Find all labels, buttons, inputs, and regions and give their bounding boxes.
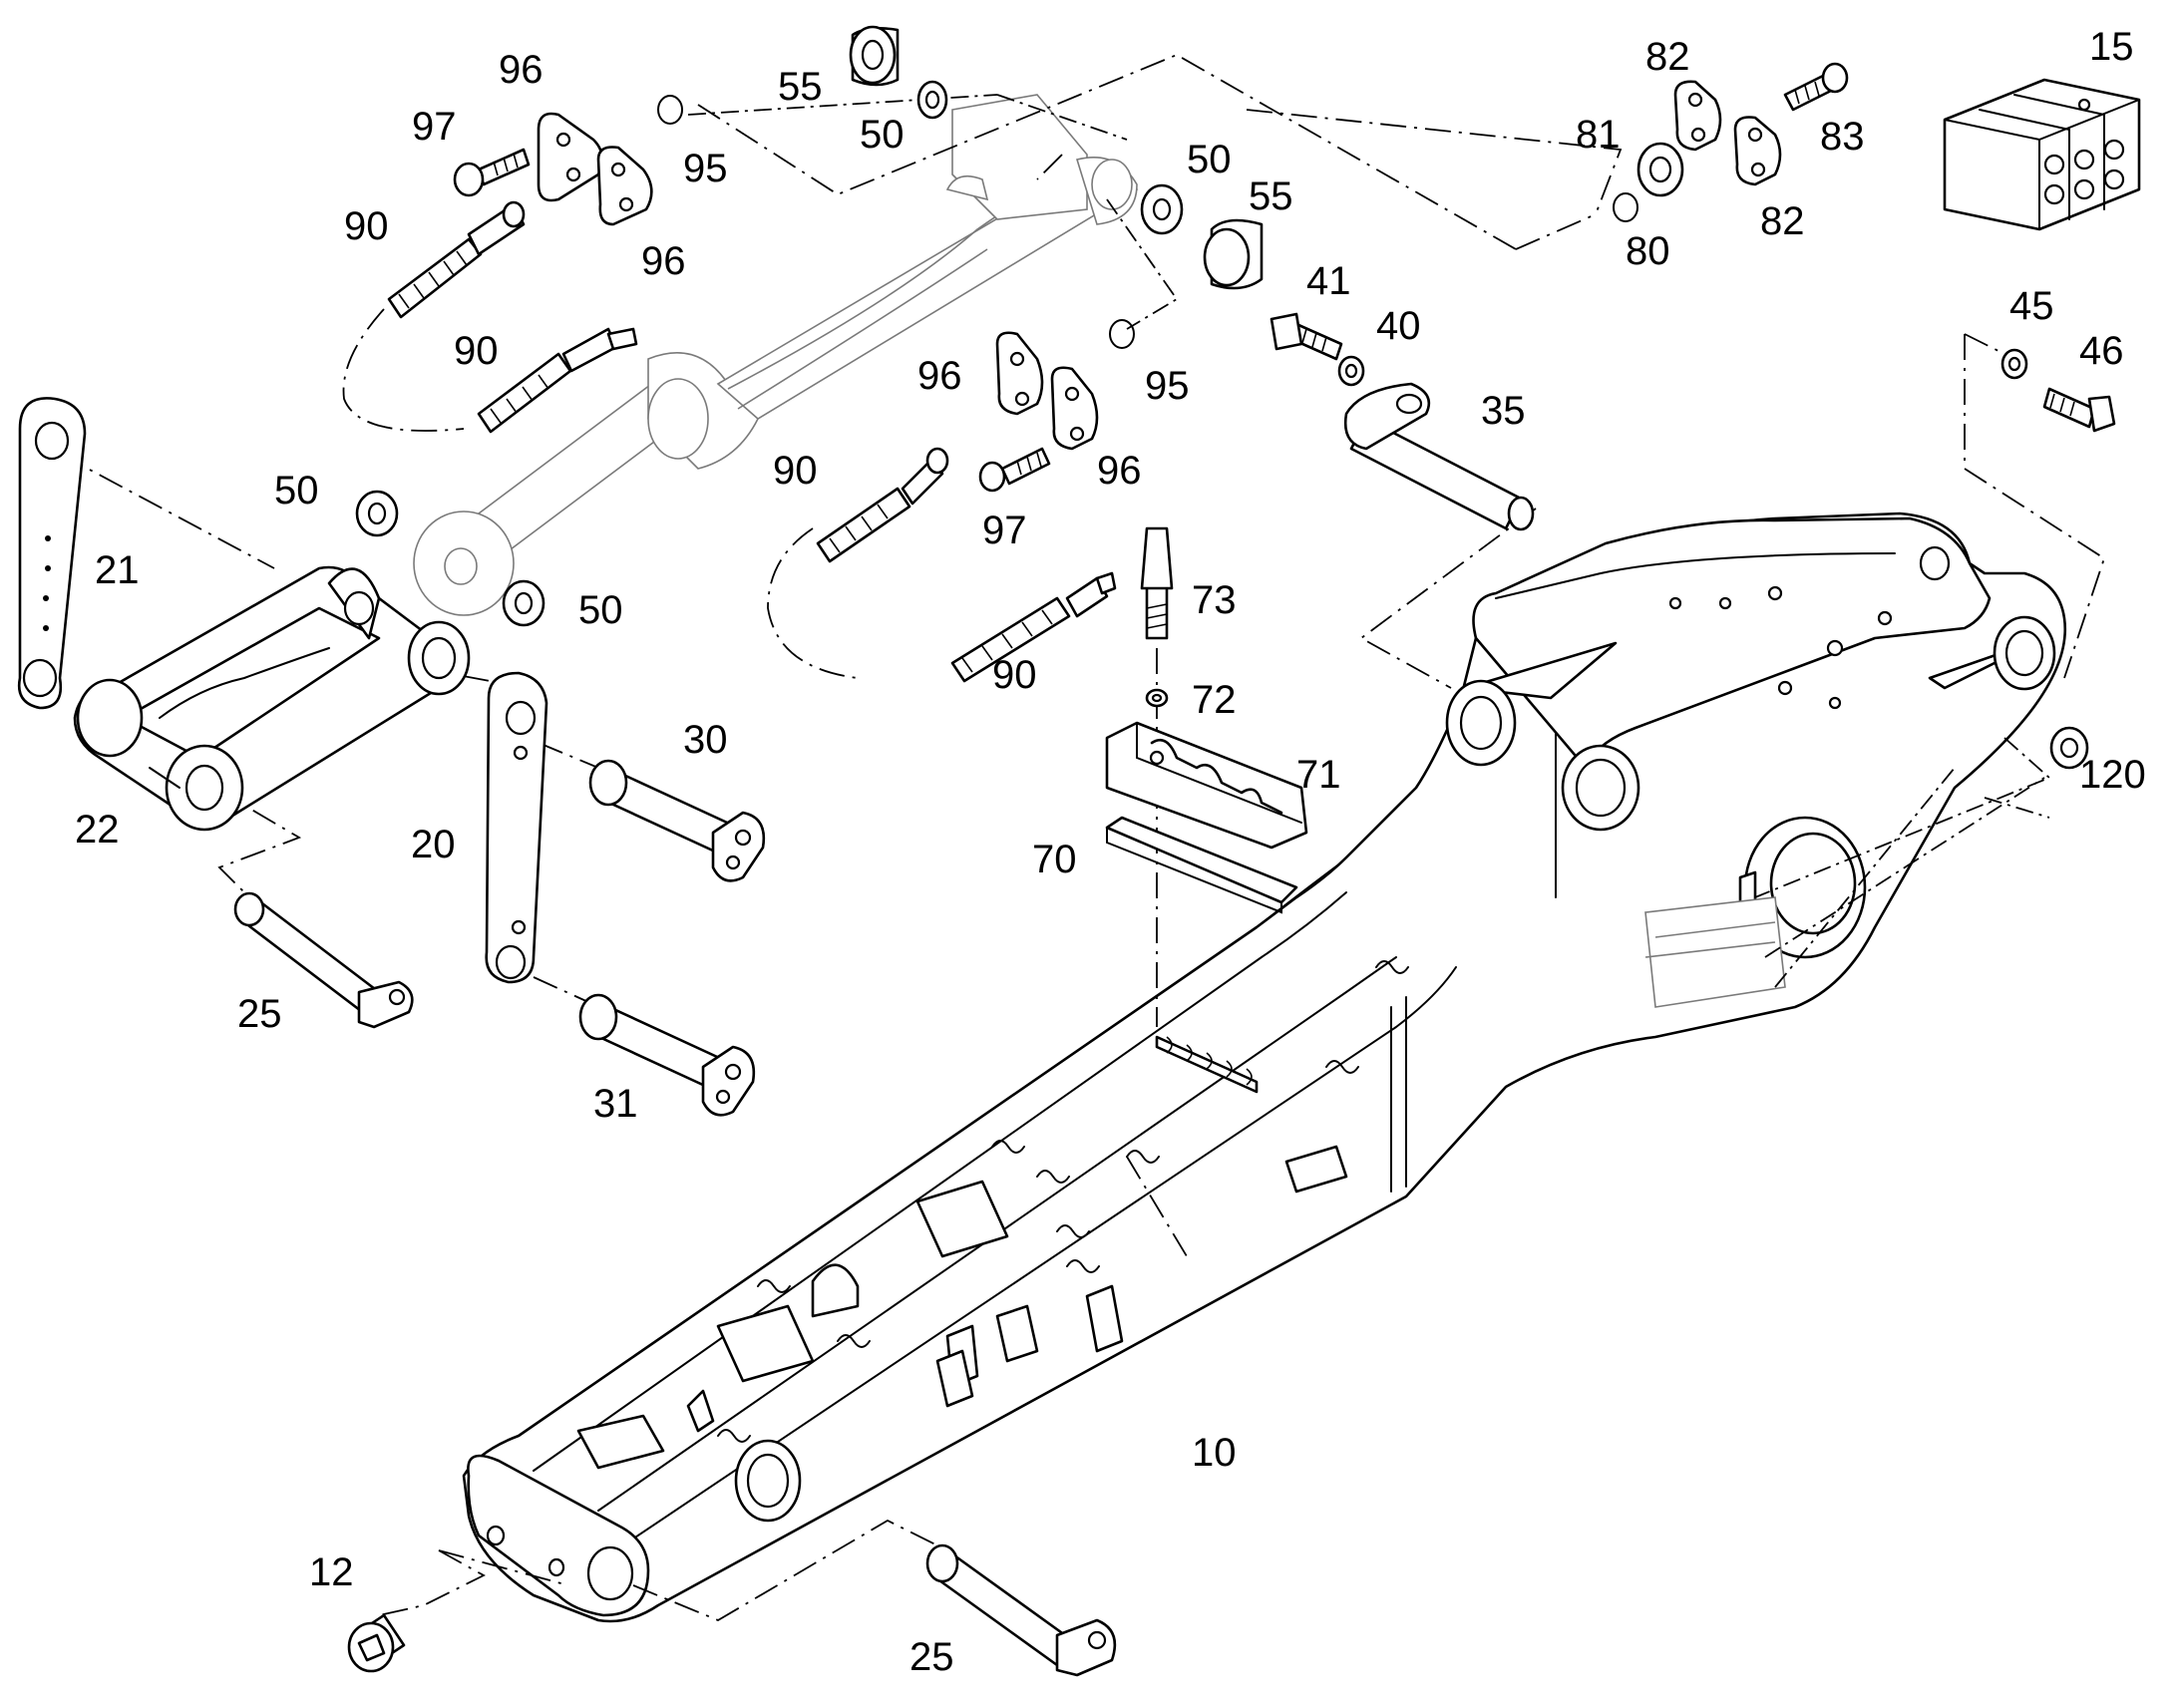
callout-10: 10 (1192, 1431, 1237, 1475)
pin-30 (588, 759, 766, 882)
callout-96-c: 96 (917, 354, 962, 398)
callout-50-left: 50 (274, 469, 319, 512)
pin-35 (1343, 382, 1535, 531)
callout-25-upper: 25 (237, 992, 282, 1036)
callout-25-lower: 25 (909, 1635, 954, 1679)
callout-83: 83 (1820, 115, 1865, 159)
callout-97-a: 97 (412, 105, 457, 149)
link-21 (17, 397, 87, 710)
callout-81: 81 (1576, 113, 1621, 157)
callout-30: 30 (683, 718, 728, 762)
plug-120 (2049, 726, 2089, 770)
callout-95-top: 95 (683, 147, 728, 190)
callout-80: 80 (1626, 229, 1670, 273)
callout-40: 40 (1376, 304, 1421, 348)
bolts (453, 62, 2116, 640)
callout-35: 35 (1481, 389, 1526, 433)
callout-90-d: 90 (992, 653, 1037, 697)
callout-96-b: 96 (641, 239, 686, 283)
bushing-55-upper (849, 25, 900, 87)
callout-45: 45 (2009, 284, 2054, 328)
link-20 (485, 671, 548, 984)
callout-97-b: 97 (982, 509, 1027, 552)
plug-12 (347, 1613, 406, 1673)
callout-82-bottom: 82 (1760, 199, 1805, 243)
callout-15: 15 (2089, 25, 2134, 69)
callout-96-a: 96 (499, 48, 544, 92)
callout-73: 73 (1192, 578, 1237, 622)
callout-72: 72 (1192, 678, 1237, 722)
callout-12: 12 (309, 1550, 354, 1594)
callout-120: 120 (2079, 753, 2146, 797)
callout-46: 46 (2079, 329, 2124, 373)
callout-22: 22 (75, 808, 120, 852)
callout-20: 20 (411, 823, 456, 866)
leader-lines (59, 53, 2106, 1622)
pin-31 (578, 993, 756, 1117)
callout-70: 70 (1032, 838, 1077, 881)
callout-82-top: 82 (1645, 35, 1690, 79)
bushing-55-lower (1203, 218, 1264, 290)
clamps (537, 80, 1782, 451)
callout-50-mid: 50 (578, 588, 623, 632)
callout-21: 21 (95, 548, 140, 592)
callouts: 10 12 15 20 21 22 25 25 30 31 35 40 41 4… (75, 25, 2146, 1679)
callout-90-a: 90 (344, 204, 389, 248)
callout-90-c: 90 (773, 449, 818, 493)
valve-block-15 (1943, 78, 2141, 231)
callout-50-right: 50 (1187, 138, 1232, 181)
callout-95-mid: 95 (1145, 364, 1190, 408)
callout-31: 31 (593, 1082, 638, 1126)
washers (355, 80, 2028, 708)
hoses (387, 200, 1117, 683)
callout-71: 71 (1296, 753, 1341, 797)
callout-90-b: 90 (454, 329, 499, 373)
pin-25-upper (233, 891, 414, 1029)
callout-96-d: 96 (1097, 449, 1142, 493)
callout-55-right: 55 (1249, 174, 1293, 218)
callout-55-top: 55 (778, 65, 823, 109)
plate-70 (1105, 816, 1298, 914)
callout-41: 41 (1306, 259, 1351, 303)
pin-25-lower (925, 1543, 1117, 1677)
hydraulic-cylinder (413, 94, 1139, 616)
clamp-block-71 (1105, 721, 1308, 850)
boom-arm (462, 512, 2067, 1623)
fork-22 (73, 565, 471, 832)
callout-50-top: 50 (860, 113, 905, 157)
